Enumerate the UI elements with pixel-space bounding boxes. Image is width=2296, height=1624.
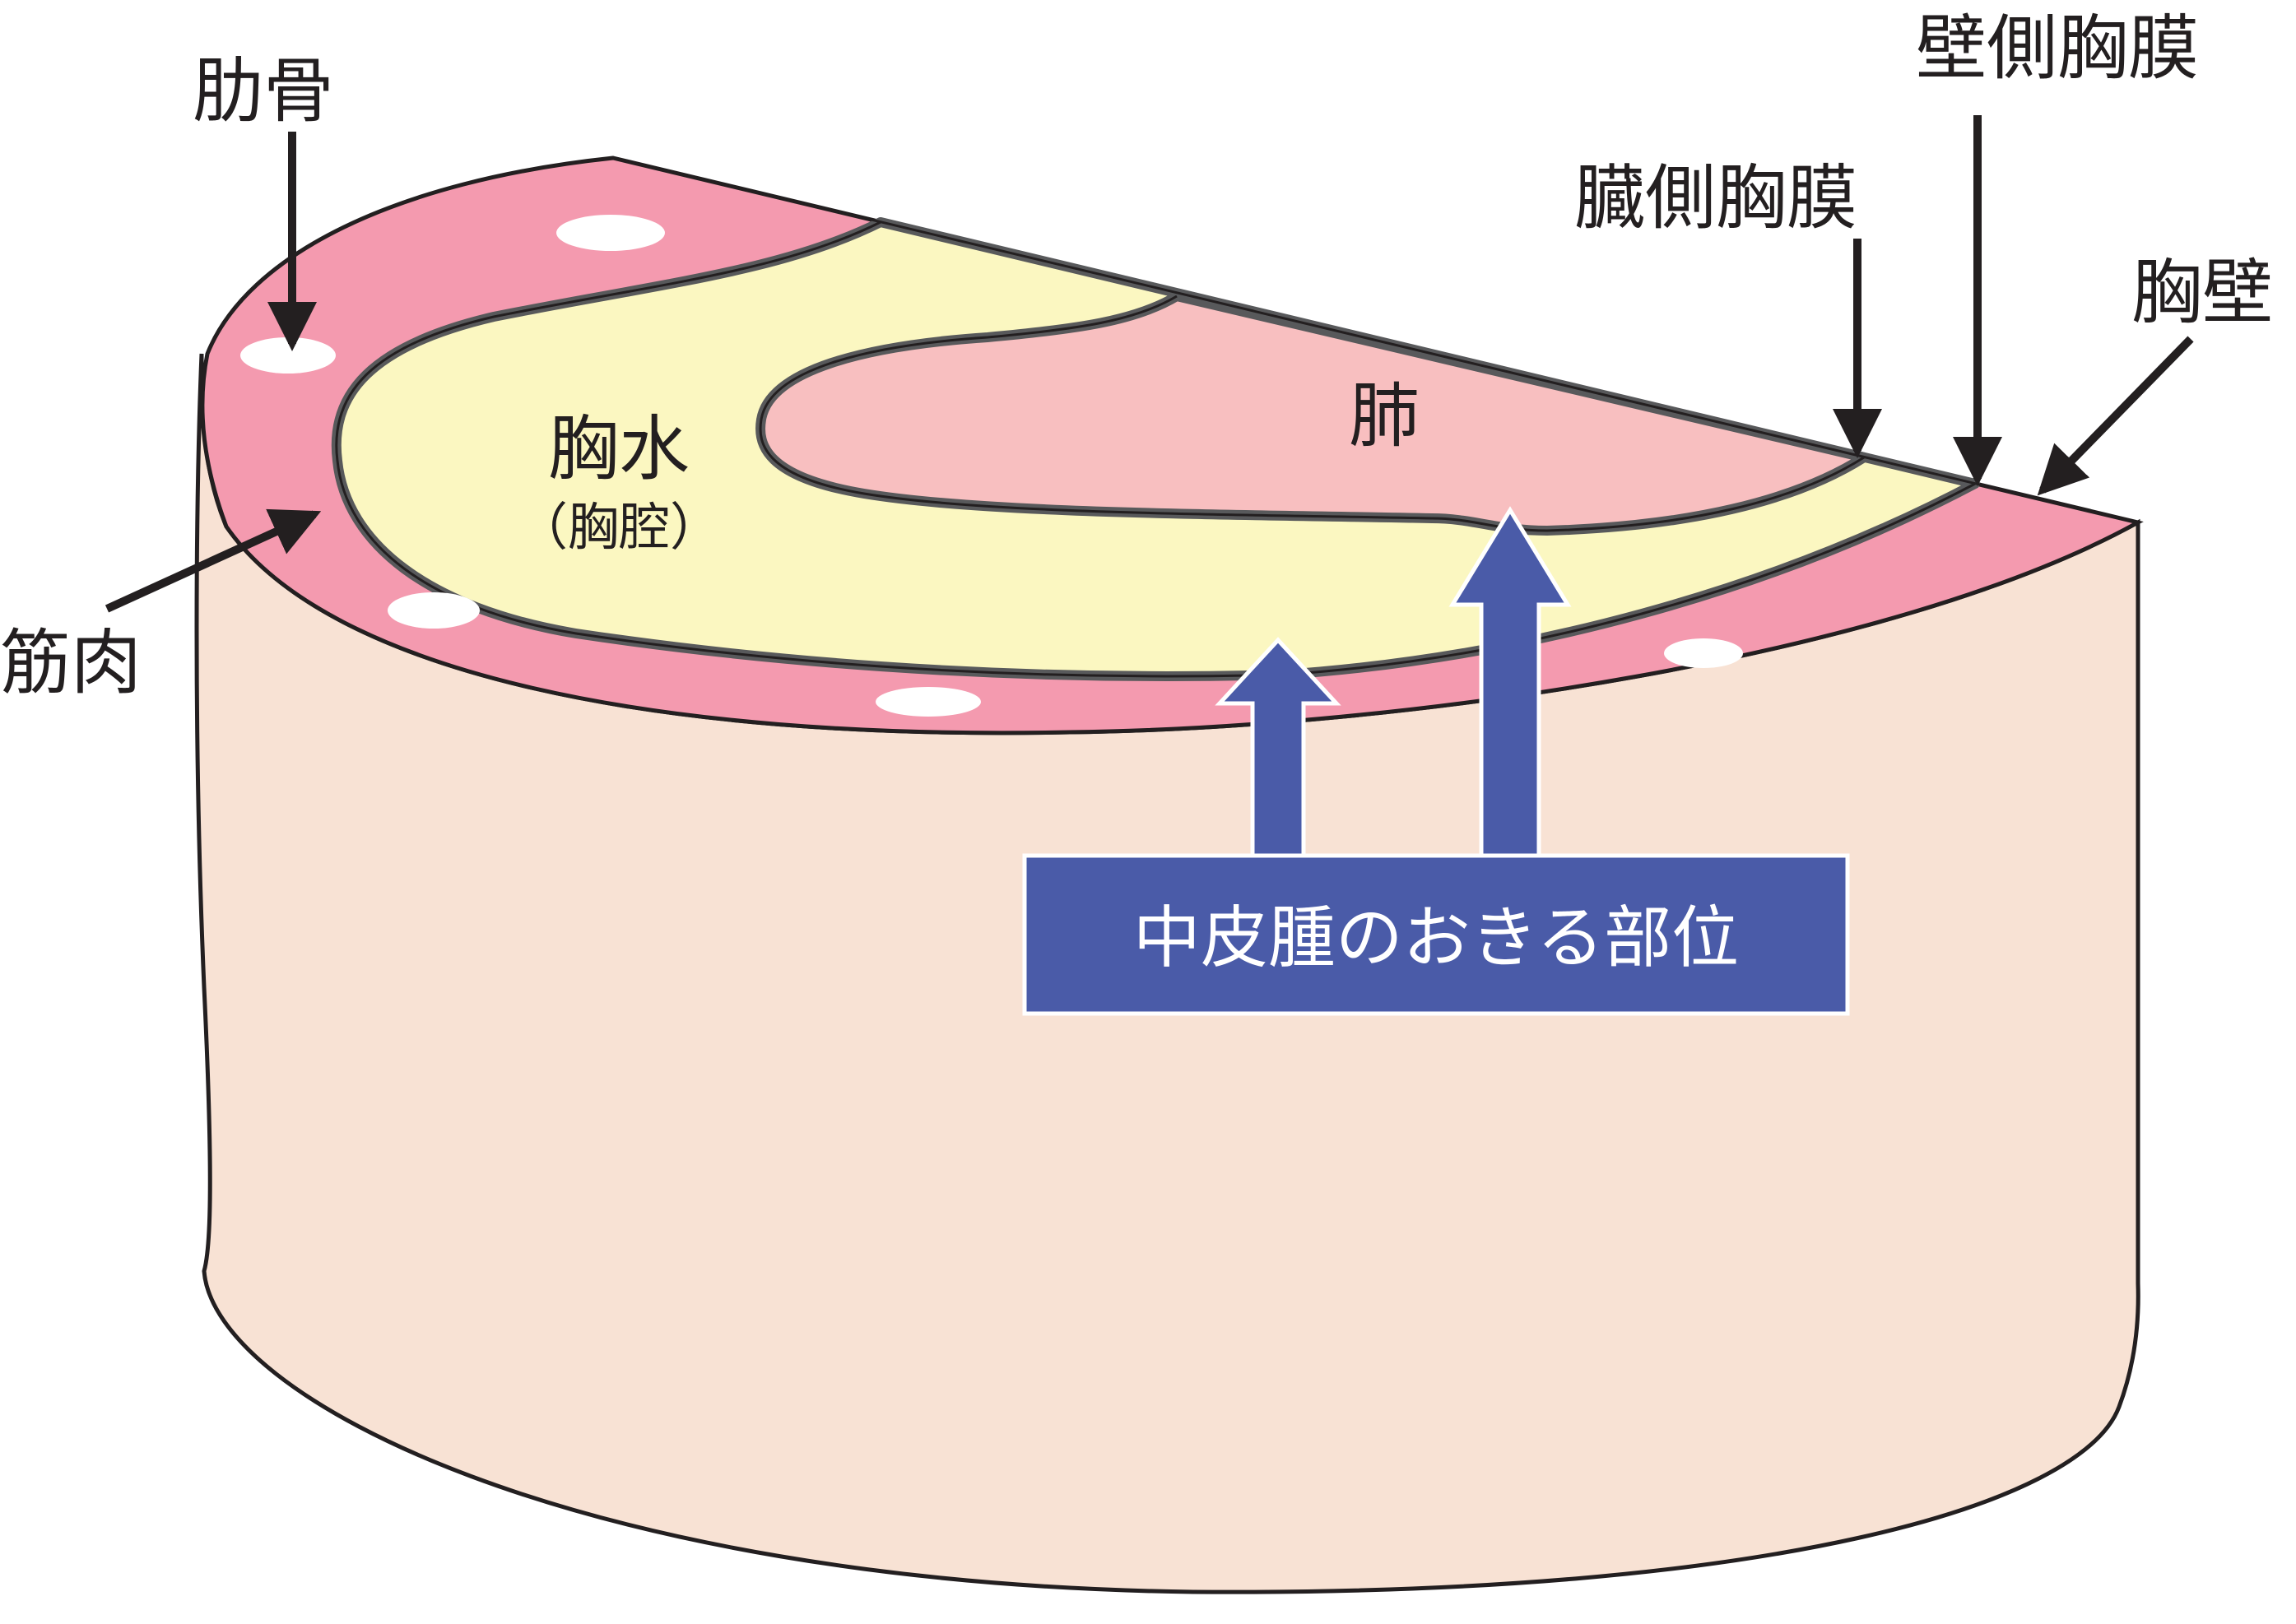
muscle-label: 筋肉: [0, 622, 142, 704]
parietal-pleura-label: 壁側胸膜: [1916, 7, 2199, 90]
rib-bone: [1664, 638, 1743, 668]
mesothelioma-label-box: [1022, 853, 1850, 1016]
pleural-effusion-label: 胸水: [548, 408, 690, 490]
muscle-arrow: [105, 508, 322, 613]
mesothelioma-label: 中皮腫のおきる部位: [1133, 899, 1739, 977]
rib-label: 肋骨: [193, 50, 334, 132]
lung-label: 肺: [1349, 375, 1420, 457]
visceral-pleura-line: [759, 295, 1865, 532]
chest-wall-label: 胸壁: [2131, 252, 2273, 334]
rib-bone: [876, 687, 981, 717]
rib-bone: [556, 215, 665, 251]
pleural-cavity-label: （胸腔）: [517, 497, 721, 557]
chest-wall-arrow: [2037, 336, 2194, 496]
rib-bone: [388, 592, 480, 629]
mesothelioma-arrow-small: [1215, 637, 1341, 862]
cut-surface-edge: [612, 156, 2139, 524]
mesothelioma-arrow-large: [1448, 506, 1572, 862]
visceral-pleura-label: 臓側胸膜: [1574, 157, 1857, 239]
